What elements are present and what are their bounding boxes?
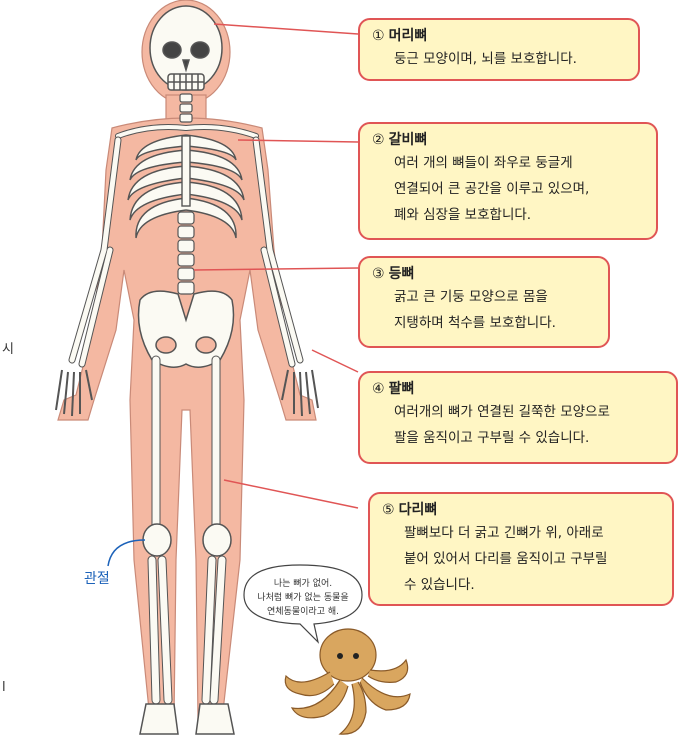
callout-line: 팔을 움직이고 구부릴 수 있습니다. xyxy=(372,425,666,451)
octopus-illustration xyxy=(285,629,410,734)
callout-heading: 갈비뼈 xyxy=(389,132,428,148)
callout-number: ① xyxy=(372,28,385,44)
callout-number: ③ xyxy=(372,266,385,282)
callout-line: 여러 개의 뼈들이 좌우로 둥글게 xyxy=(372,150,646,176)
callout-line: 팔뼈보다 더 굵고 긴뼈가 위, 아래로 xyxy=(382,520,662,546)
speech-line-3: 연체동물이라고 해. xyxy=(267,606,339,617)
feet xyxy=(140,704,234,734)
callout-heading: 머리뼈 xyxy=(389,28,428,44)
callout-number: ② xyxy=(372,132,385,148)
neck xyxy=(180,94,192,122)
callout-number: ④ xyxy=(372,381,385,397)
speech-line-1: 나는 뼈가 없어. xyxy=(274,577,332,589)
callout-line: 둥근 모양이며, 뇌를 보호합니다. xyxy=(372,46,628,72)
callout-line: 여러개의 뼈가 연결된 길쭉한 모양으로 xyxy=(372,399,666,425)
callout-heading: 등뼈 xyxy=(389,266,415,282)
callout-number: ⑤ xyxy=(382,502,395,518)
skull xyxy=(150,6,222,90)
callout-line: 연결되어 큰 공간을 이루고 있으며, xyxy=(372,176,646,202)
callout-line: 굵고 큰 기둥 모양으로 몸을 xyxy=(372,284,598,310)
callout-line: 붙어 있어서 다리를 움직이고 구부릴 xyxy=(382,546,662,572)
joint-label: 관절 xyxy=(84,568,110,588)
callout-heading: 팔뼈 xyxy=(389,381,415,397)
side-char-top: 시 xyxy=(2,338,14,357)
callout-line: 지탱하며 척수를 보호합니다. xyxy=(372,310,598,336)
callout-line: 폐와 심장을 보호합니다. xyxy=(372,202,646,228)
speech-line-2: 나처럼 뼈가 없는 동물을 xyxy=(257,591,348,603)
knees xyxy=(143,524,231,556)
callout-heading: 다리뼈 xyxy=(399,502,438,518)
callout-line: 수 있습니다. xyxy=(382,572,662,598)
side-char-bottom: l xyxy=(2,680,6,695)
